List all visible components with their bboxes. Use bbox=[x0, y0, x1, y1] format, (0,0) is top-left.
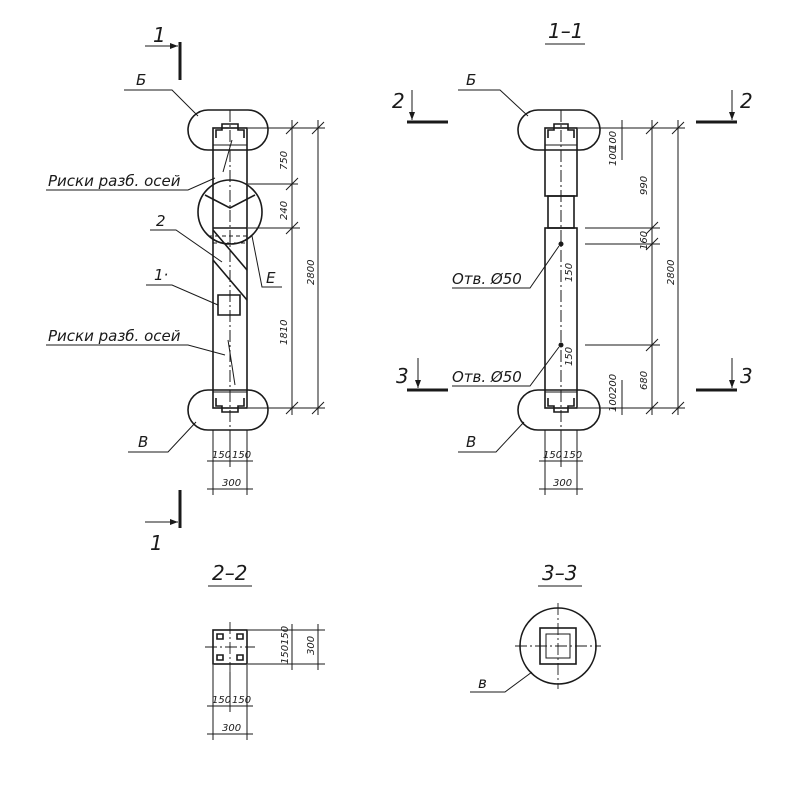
marks-axes-top-text: Риски разб. осей bbox=[48, 172, 181, 190]
label-v-left: В bbox=[128, 421, 197, 453]
section-dims-horizontal: 150 150 300 bbox=[539, 430, 583, 495]
section-dims-vertical: 100 100 990 160 2800 680 200 100 bbox=[578, 120, 685, 415]
dim-2-2-150-b: 150 bbox=[280, 645, 291, 664]
dim-2-2-150-d: 150 bbox=[232, 695, 251, 706]
section-1-1-view: 1–1 2 2 3 3 bbox=[392, 19, 753, 495]
dim-2800-section: 2800 bbox=[666, 260, 677, 285]
cut-3-right-label: 3 bbox=[740, 364, 753, 388]
front-dims-horizontal: 150 150 300 bbox=[207, 430, 253, 495]
label-b-right-text: Б bbox=[466, 71, 476, 89]
dim-160: 160 bbox=[639, 231, 650, 250]
dim-2800: 2800 bbox=[306, 260, 317, 285]
dim-990: 990 bbox=[639, 176, 650, 195]
dim-200-a: 200 bbox=[608, 374, 619, 393]
label-pos-1: 1· bbox=[146, 266, 219, 306]
section-3-3-view: 3–3 в bbox=[470, 561, 601, 693]
v-text: В bbox=[138, 433, 148, 451]
section-detail-b bbox=[517, 109, 601, 151]
front-view: 1 1 bbox=[46, 23, 325, 555]
section-2-2-title: 2–2 bbox=[212, 561, 247, 585]
cut-2-left-label: 2 bbox=[392, 89, 405, 113]
pos-1-text: 1· bbox=[154, 266, 168, 284]
hole-top-text: Отв. Ø50 bbox=[452, 270, 522, 288]
dim-300-section: 300 bbox=[553, 478, 572, 489]
detail-b-ellipse bbox=[187, 109, 269, 151]
dim-2-2-150-a: 150 bbox=[280, 626, 291, 645]
label-b-right: Б bbox=[458, 71, 529, 117]
pos-2-text: 2 bbox=[156, 212, 166, 230]
section-cut-1-top: 1 bbox=[145, 23, 182, 80]
cut-2-right-label: 2 bbox=[740, 89, 753, 113]
cut-1-bottom-label: 1 bbox=[150, 531, 163, 555]
label-marks-bottom: Риски разб. осей bbox=[46, 327, 226, 356]
dim-1810: 1810 bbox=[279, 320, 290, 345]
dim-680: 680 bbox=[639, 371, 650, 390]
dim-150-b: 150 bbox=[232, 450, 251, 461]
label-pos-2: 2 bbox=[150, 212, 223, 263]
section-1-1-title: 1–1 bbox=[548, 19, 583, 43]
dim-240: 240 bbox=[279, 201, 290, 220]
cut-3-left-label: 3 bbox=[396, 364, 409, 388]
label-marks-top: Риски разб. осей bbox=[46, 172, 216, 191]
hole-bottom-text: Отв. Ø50 bbox=[452, 368, 522, 386]
dim-750: 750 bbox=[279, 151, 290, 170]
label-v-small: в bbox=[470, 671, 533, 693]
column-front bbox=[208, 110, 252, 470]
label-b-left: Б bbox=[124, 71, 199, 117]
label-hole-top: Отв. Ø50 bbox=[452, 245, 560, 289]
dim-150-inner-b: 150 bbox=[564, 347, 575, 366]
dim-2-2-300-h: 300 bbox=[222, 723, 241, 734]
label-v-right: В bbox=[458, 421, 525, 453]
dim-150-inner-a: 150 bbox=[564, 263, 575, 282]
label-v-right-text: В bbox=[466, 433, 476, 451]
section-3-3-title: 3–3 bbox=[542, 561, 577, 585]
dim-150-c: 150 bbox=[543, 450, 562, 461]
cut-1-top-label: 1 bbox=[153, 23, 166, 47]
front-dims-vertical: 750 240 1810 2800 bbox=[248, 120, 325, 415]
e-text: Е bbox=[266, 269, 276, 287]
dim-100-b: 100 bbox=[608, 147, 619, 166]
section-detail-v bbox=[517, 389, 601, 431]
marks-axes-bottom-text: Риски разб. осей bbox=[48, 327, 181, 345]
label-v-small-text: в bbox=[478, 674, 487, 692]
label-b-text: Б bbox=[136, 71, 146, 89]
dim-2-2-300-v: 300 bbox=[306, 636, 317, 655]
section-2-2-view: 2–2 150 150 300 150 150 300 bbox=[205, 561, 325, 740]
dim-100-c: 100 bbox=[608, 393, 619, 412]
column-section bbox=[544, 110, 578, 470]
section-cut-1-bottom: 1 bbox=[145, 490, 182, 555]
dim-150-d: 150 bbox=[563, 450, 582, 461]
dim-300: 300 bbox=[222, 478, 241, 489]
label-hole-bottom: Отв. Ø50 bbox=[452, 346, 560, 387]
dim-150-a: 150 bbox=[212, 450, 231, 461]
label-e: Е bbox=[251, 235, 282, 288]
dim-100-a: 100 bbox=[608, 131, 619, 150]
dim-2-2-150-c: 150 bbox=[212, 695, 231, 706]
detail-v-ellipse bbox=[187, 389, 269, 431]
detail-e-circle bbox=[197, 179, 263, 245]
